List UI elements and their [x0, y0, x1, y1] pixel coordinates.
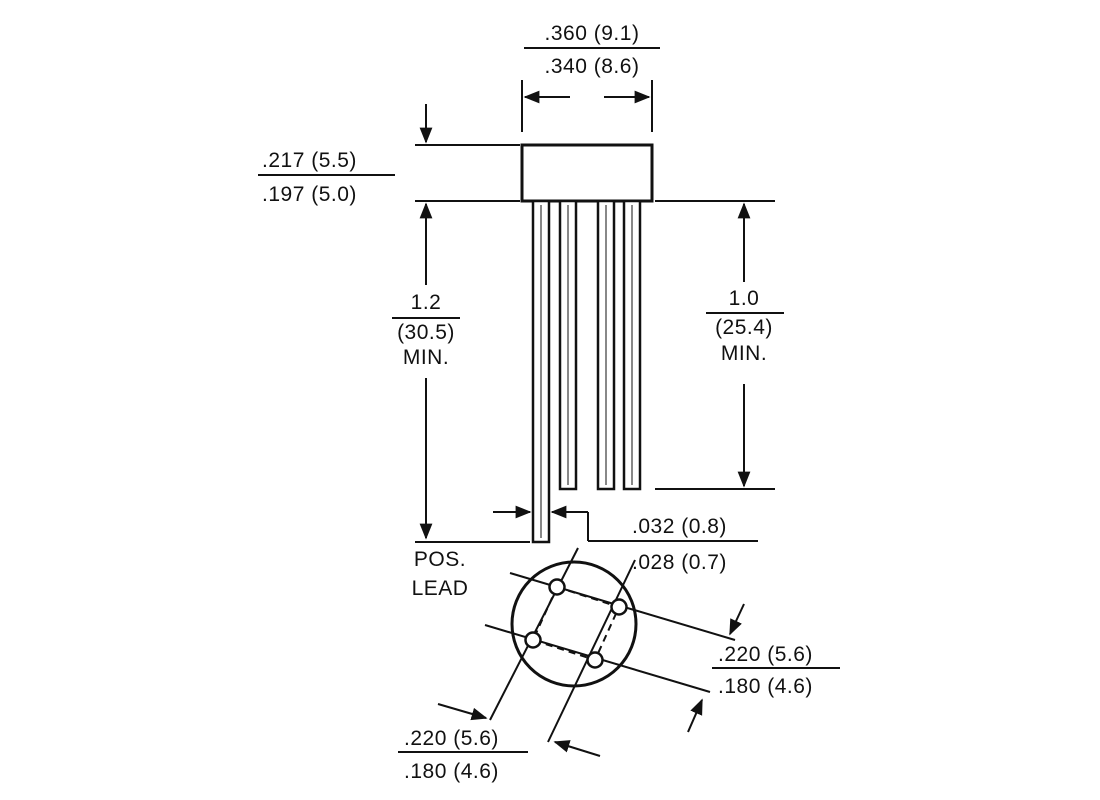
lead-length-value: 1.0	[729, 287, 760, 310]
body-height-max: .217 (5.5)	[262, 149, 357, 172]
pos-lead-label-line1: POS.	[414, 548, 466, 571]
lead-length-dimension: 1.0 (25.4) MIN.	[655, 200, 784, 490]
bottom-view	[484, 547, 736, 743]
package-body	[520, 143, 654, 203]
leads	[531, 199, 642, 544]
lead-spacing-bottom-min: .180 (4.6)	[404, 760, 499, 783]
lead-spacing-right-dimension: .220 (5.6) .180 (4.6)	[687, 603, 840, 733]
body-height-min: .197 (5.0)	[262, 183, 357, 206]
pos-lead-label-line2: LEAD	[412, 577, 469, 600]
body-width-min: .340 (8.6)	[545, 55, 640, 78]
body-width-max: .360 (9.1)	[545, 22, 640, 45]
pos-lead-length-metric: (30.5)	[397, 321, 455, 344]
lead-diameter-dimension: .032 (0.8) .028 (0.7)	[493, 505, 758, 574]
lead-spacing-right-min: .180 (4.6)	[718, 675, 813, 698]
lead-diameter-min: .028 (0.7)	[632, 551, 727, 574]
pos-lead-length-min: MIN.	[403, 346, 449, 369]
pos-lead-length-value: 1.2	[411, 291, 442, 314]
body-width-dimension: .360 (9.1) .340 (8.6)	[521, 22, 660, 132]
lead-spacing-right-max: .220 (5.6)	[718, 643, 813, 666]
lead-spacing-bottom-max: .220 (5.6)	[404, 727, 499, 750]
package-bottom-outline	[510, 560, 638, 688]
body-height-dimension: .217 (5.5) .197 (5.0)	[258, 104, 520, 206]
lead-length-metric: (25.4)	[715, 316, 773, 339]
lead-pattern	[531, 585, 621, 662]
lead-length-min: MIN.	[721, 342, 767, 365]
lead-diameter-max: .032 (0.8)	[632, 515, 727, 538]
lead-spacing-bottom-dimension: .220 (5.6) .180 (4.6)	[398, 703, 601, 783]
pos-lead-length-dimension: 1.2 (30.5) MIN.	[392, 202, 530, 543]
